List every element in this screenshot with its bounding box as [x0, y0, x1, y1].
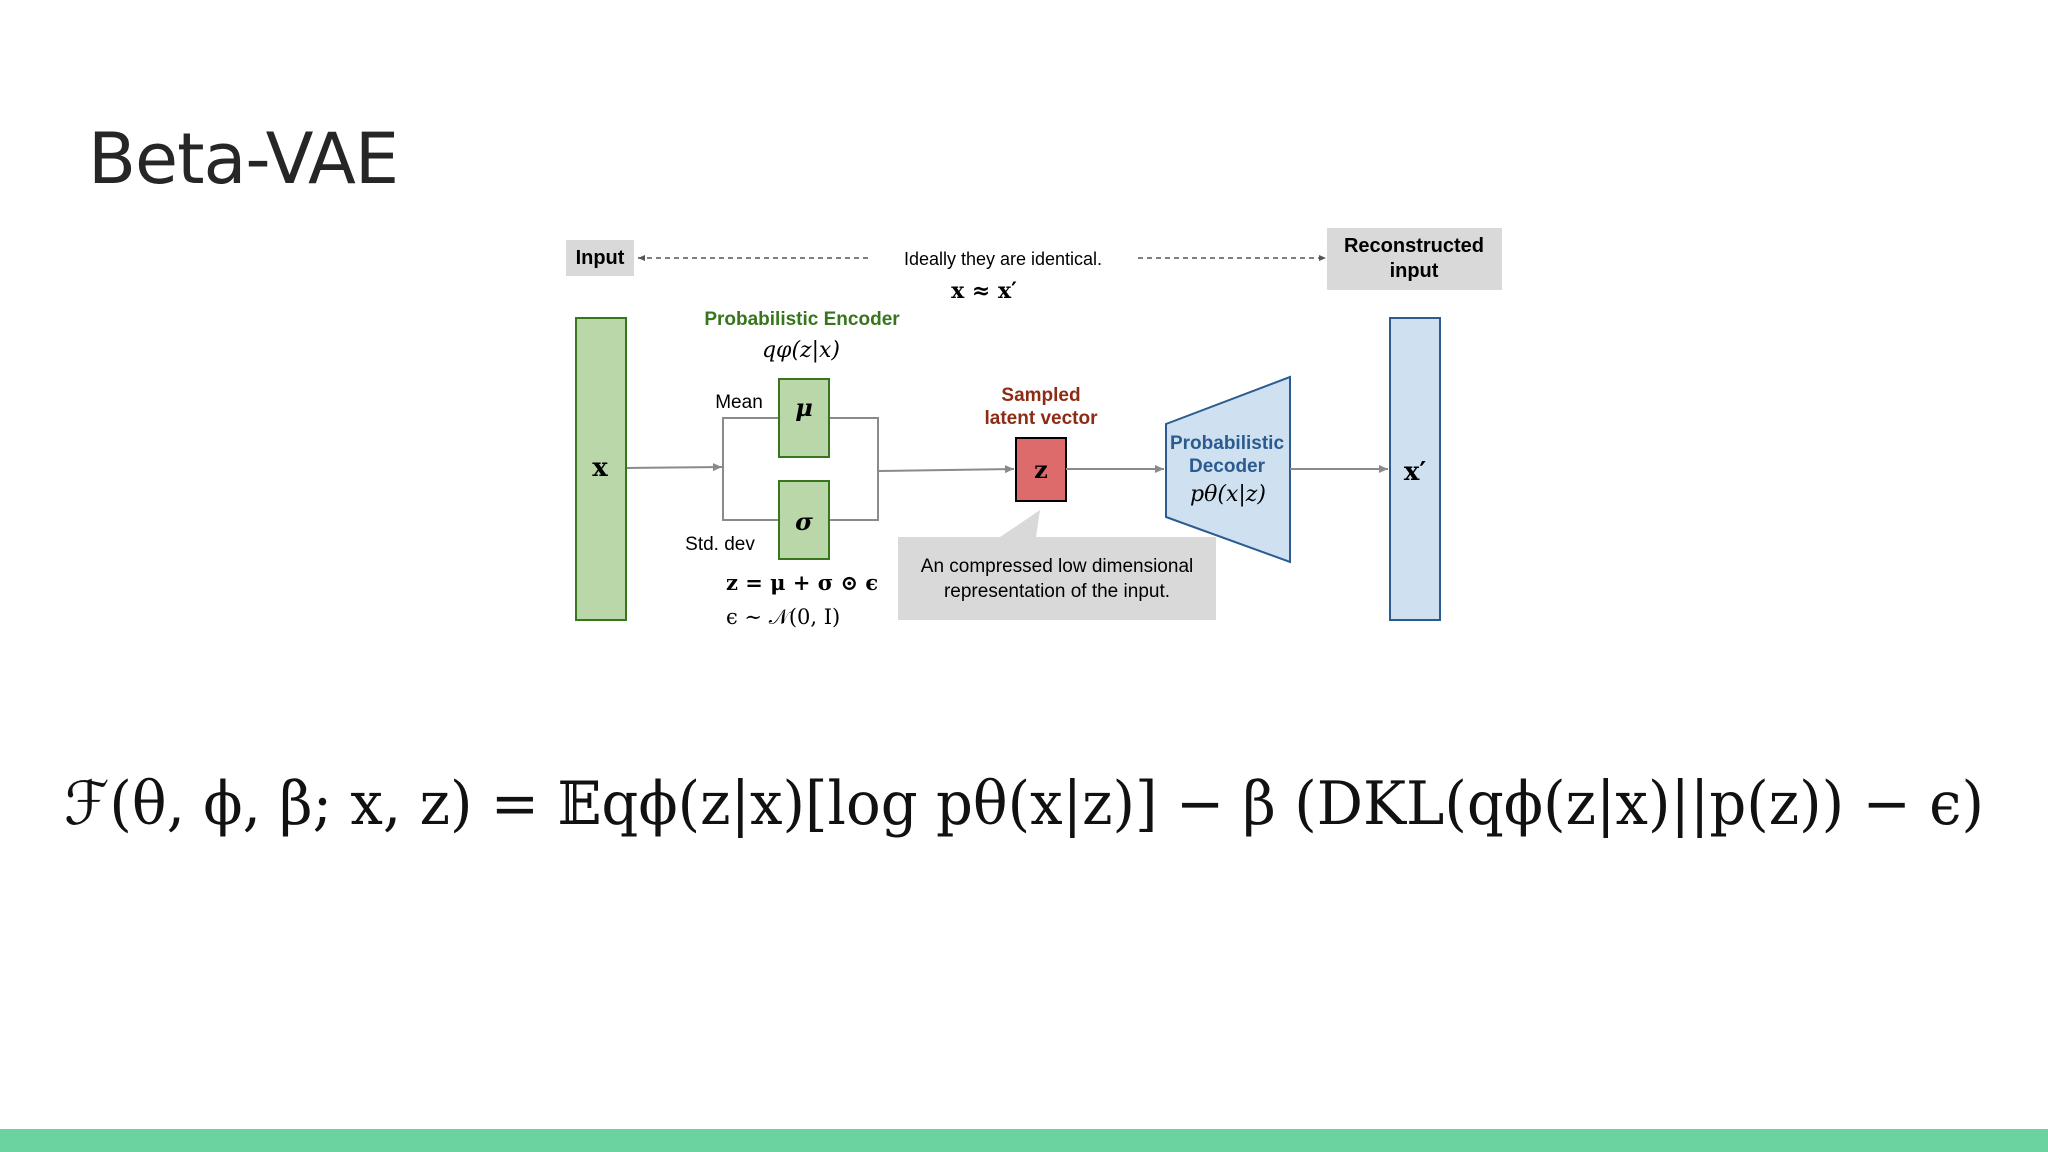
arrow-x-to-encoder	[626, 463, 723, 472]
input-label: Input	[576, 247, 625, 269]
callout-box	[898, 510, 1216, 620]
mu-symbol: μ	[795, 393, 813, 422]
sigma-symbol: σ	[795, 507, 813, 536]
encoder-title: Probabilistic Encoder	[704, 309, 900, 330]
reconstructed-label-box	[1327, 228, 1502, 290]
z-box	[1015, 437, 1067, 502]
x-input-bar	[575, 317, 627, 621]
mean-label: Mean	[715, 392, 763, 413]
input-label-box	[566, 240, 634, 276]
encoder-merge-right	[829, 417, 879, 521]
encoder-split-left	[722, 417, 779, 521]
sampled-label-line1: Sampled	[1001, 385, 1080, 406]
encoder-formula: qφ(z|x)	[762, 338, 840, 363]
decoder-formula: pθ(x|z)	[1190, 482, 1266, 507]
x-prime-symbol: x′	[1404, 457, 1427, 487]
bottom-accent-bar	[0, 1129, 2048, 1152]
identical-note: Ideally they are identical.	[904, 249, 1102, 269]
slide-title: Beta-VAE	[88, 118, 399, 200]
reparam-formula-1: z = μ + σ ⊙ ϵ	[726, 570, 878, 595]
approx-formula: x ≈ x′	[951, 278, 1017, 304]
mu-box	[778, 378, 830, 458]
std-label: Std. dev	[685, 534, 755, 555]
reconstructed-label-line1: Reconstructed	[1344, 235, 1484, 257]
decoder-trapezoid	[1165, 375, 1291, 564]
reconstructed-label-line2: input	[1390, 260, 1439, 282]
x-prime-bar	[1389, 317, 1441, 621]
x-symbol: x	[592, 453, 608, 483]
objective-formula: ℱ(θ, ϕ, β; x, z) = 𝔼qϕ(z|x)[log pθ(x|z)]…	[64, 769, 1984, 839]
z-symbol: z	[1034, 455, 1048, 484]
reparam-formula-2: ϵ ∼ 𝒩(0, I)	[726, 605, 840, 629]
callout-line1: An compressed low dimensional	[921, 556, 1193, 577]
decoder-label-line1: Probabilistic	[1170, 433, 1284, 454]
sigma-box	[778, 480, 830, 560]
arrow-encoder-to-z	[877, 465, 1015, 474]
decoder-label-line2: Decoder	[1189, 456, 1266, 477]
sampled-label-line2: latent vector	[985, 408, 1099, 429]
callout-line2: representation of the input.	[944, 581, 1170, 602]
